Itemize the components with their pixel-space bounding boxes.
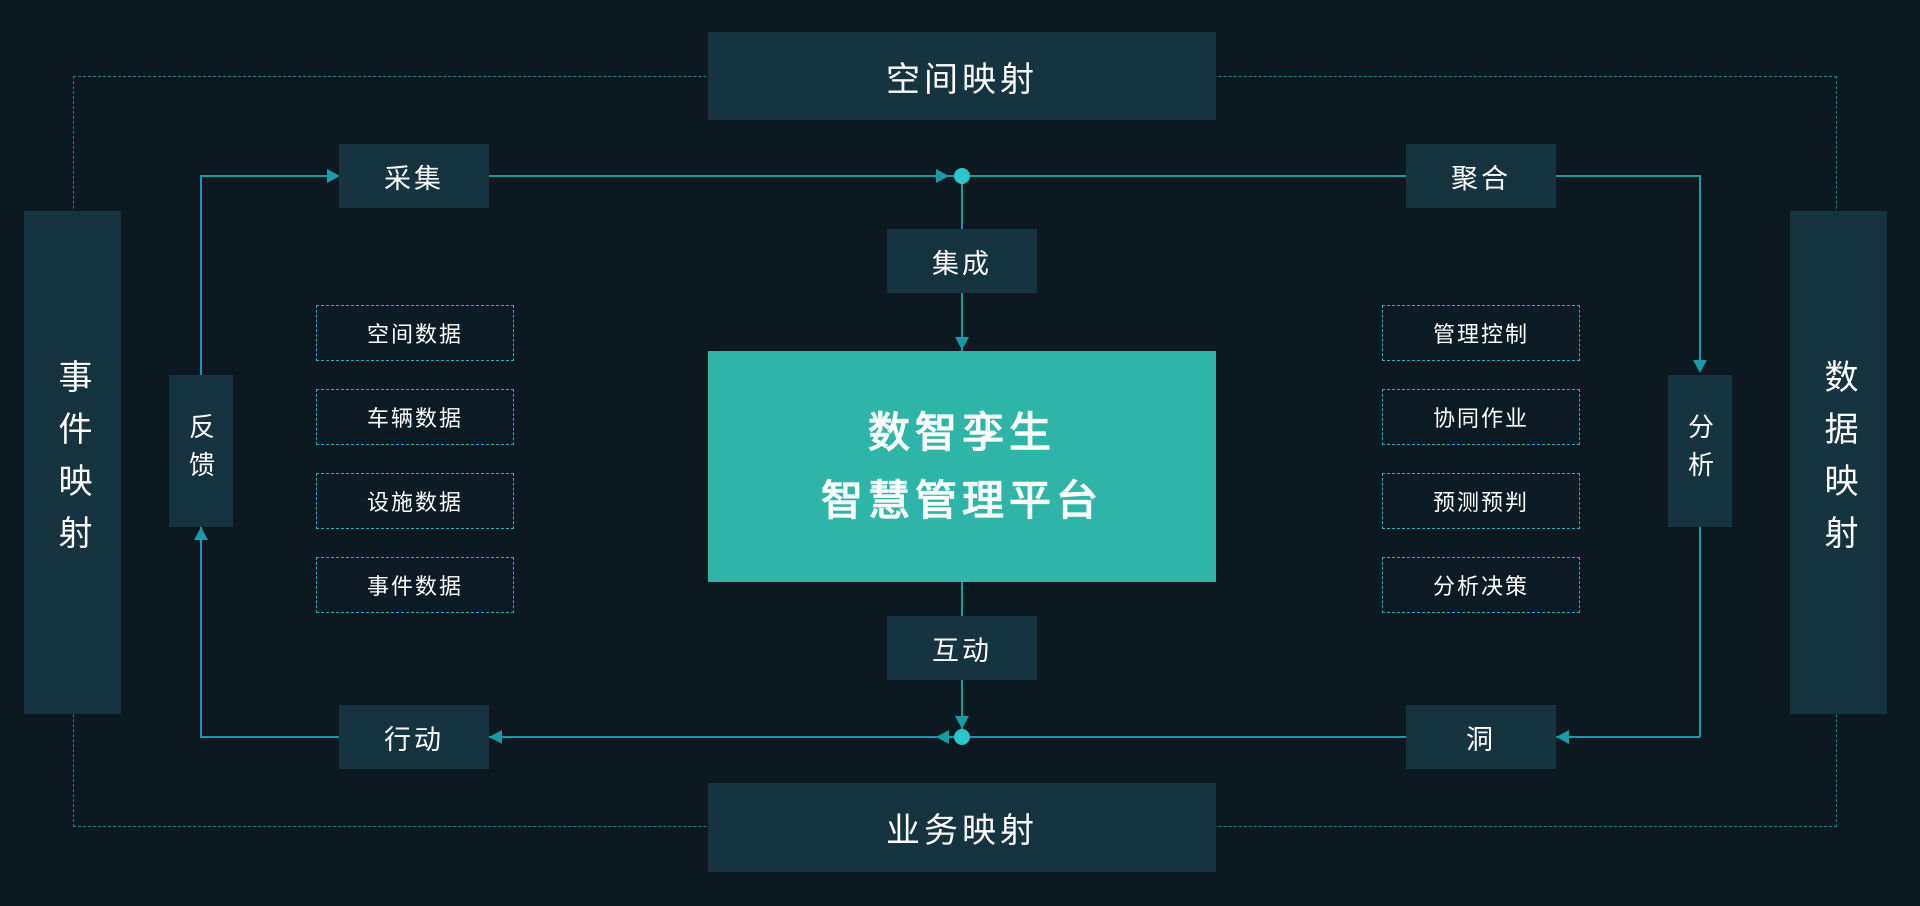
capability-item-control: 管理控制 [1382,305,1580,361]
flow-line-aggregate-out [1556,175,1700,177]
capability-item-collaboration: 协同作业 [1382,389,1580,445]
capability-item-prediction: 预测预判 [1382,473,1580,529]
mapping-bottom-label: 业务映射 [886,812,1038,850]
node-interact: 互动 [887,616,1037,680]
node-action-label: 行动 [384,724,444,755]
platform-core: 数智孪生 智慧管理平台 [708,351,1216,582]
platform-title-line2: 智慧管理平台 [820,476,1103,524]
flow-line-insight-in [1556,736,1700,738]
arrow-right-into-collect-icon [327,169,340,183]
node-aggregate: 聚合 [1406,144,1556,208]
node-action: 行动 [339,705,489,769]
junction-dot-bottom [954,729,970,745]
node-feedback-label: 反馈 [185,413,216,489]
mapping-left-event: 事件映射 [24,211,121,714]
flow-line-left-upper [200,175,202,375]
arrow-down-bottom-center-icon [955,716,969,729]
node-feedback: 反馈 [169,375,233,527]
arrow-right-top-center-icon [936,169,949,183]
flow-line-left-lower [200,527,202,737]
mapping-right-data: 数据映射 [1790,211,1887,714]
data-item-vehicle: 车辆数据 [316,389,514,445]
mapping-left-label: 事件映射 [53,358,91,567]
node-aggregate-label: 聚合 [1451,163,1511,194]
node-interact-label: 互动 [932,635,992,666]
node-analyze: 分析 [1668,375,1732,527]
arrow-up-into-feedback-icon [194,527,208,540]
data-item-facility: 设施数据 [316,473,514,529]
flow-line-feedback-out [200,175,339,177]
arrow-left-into-insight-icon [1556,730,1569,744]
data-item-spatial: 空间数据 [316,305,514,361]
arrow-left-into-action-icon [489,730,502,744]
platform-title: 数智孪生 智慧管理平台 [821,399,1103,533]
node-collect: 采集 [339,144,489,208]
node-integrate-label: 集成 [932,248,992,279]
arrow-down-into-platform-icon [955,337,969,350]
node-collect-label: 采集 [384,163,444,194]
flow-line-action-out [200,736,339,738]
arrow-down-into-analyze-icon [1693,360,1707,373]
flow-line-right-lower [1699,527,1701,737]
junction-dot-top [954,168,970,184]
arrow-left-bottom-center-icon [936,730,949,744]
node-integrate: 集成 [887,229,1037,293]
platform-title-line1: 数智孪生 [867,409,1056,457]
mapping-top-label: 空间映射 [886,60,1038,99]
mapping-top-spatial: 空间映射 [708,32,1216,120]
mapping-right-label: 数据映射 [1819,358,1857,567]
data-item-event: 事件数据 [316,557,514,613]
capability-item-decision: 分析决策 [1382,557,1580,613]
node-analyze-label: 分析 [1684,413,1715,489]
flow-line-right-upper [1699,175,1701,365]
mapping-bottom-business: 业务映射 [708,783,1216,872]
node-insight-label: 洞 [1466,724,1496,755]
node-insight: 洞 [1406,705,1556,769]
